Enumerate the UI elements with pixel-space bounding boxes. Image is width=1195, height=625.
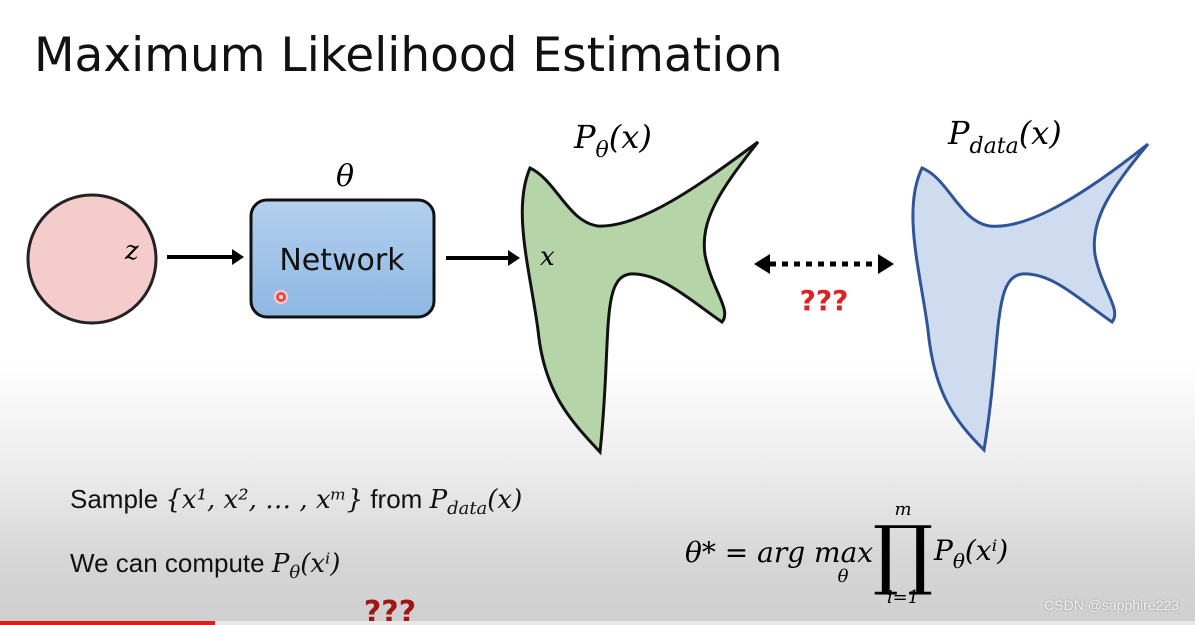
slide-title: Maximum Likelihood Estimation: [34, 28, 783, 83]
pointer-dot-core: [279, 295, 283, 299]
formula-product-top: m: [894, 499, 911, 520]
x-label: x: [540, 242, 555, 272]
p-data-label: Pdata(x): [947, 114, 1062, 159]
network-label: Network: [279, 243, 405, 278]
sample-p-sub: data: [447, 498, 488, 520]
compute-p-sub: θ: [289, 562, 301, 584]
sample-set: {x¹, x², … , xᵐ}: [165, 485, 364, 515]
compute-p-arg: (xⁱ): [300, 549, 341, 579]
video-progress-bar[interactable]: [0, 621, 1195, 625]
network-box: [249, 198, 436, 319]
compute-prefix: We can compute: [70, 548, 272, 578]
z-label: z: [124, 236, 139, 266]
p-theta-label: Pθ(x): [573, 118, 652, 163]
arrow-z-to-network-head: [232, 249, 244, 265]
compare-arrow-left-head: [754, 254, 770, 274]
formula-rhs: Pθ(xⁱ): [933, 534, 1008, 573]
watermark: CSDN @sapphire223: [1044, 597, 1179, 613]
video-progress-fill: [0, 621, 216, 625]
question-marks-mid: ???: [800, 284, 849, 317]
sample-mid: from: [363, 484, 430, 514]
sample-p-arg: (x): [487, 485, 523, 515]
compare-arrow-right-head: [878, 254, 894, 274]
formula-product-bottom: i=1: [887, 587, 919, 608]
sample-prefix: Sample: [70, 484, 166, 514]
theta-label: θ: [336, 159, 354, 194]
compute-p: P: [271, 549, 290, 579]
formula-product: ∏: [873, 509, 934, 598]
formula-lhs: θ* = arg max: [685, 536, 873, 569]
sample-line: Sample {x¹, x², … , xᵐ} from Pdata(x): [70, 484, 522, 519]
latent-z-circle: [26, 193, 158, 325]
p-theta-shape: [520, 140, 760, 456]
compute-line: We can compute Pθ(xⁱ): [70, 548, 340, 583]
question-marks-bottom: ???: [364, 595, 416, 625]
formula-argmax-sub: θ: [838, 566, 849, 587]
sample-p: P: [429, 485, 448, 515]
p-data-shape: [911, 142, 1150, 454]
arrow-network-to-output-head: [508, 250, 520, 266]
